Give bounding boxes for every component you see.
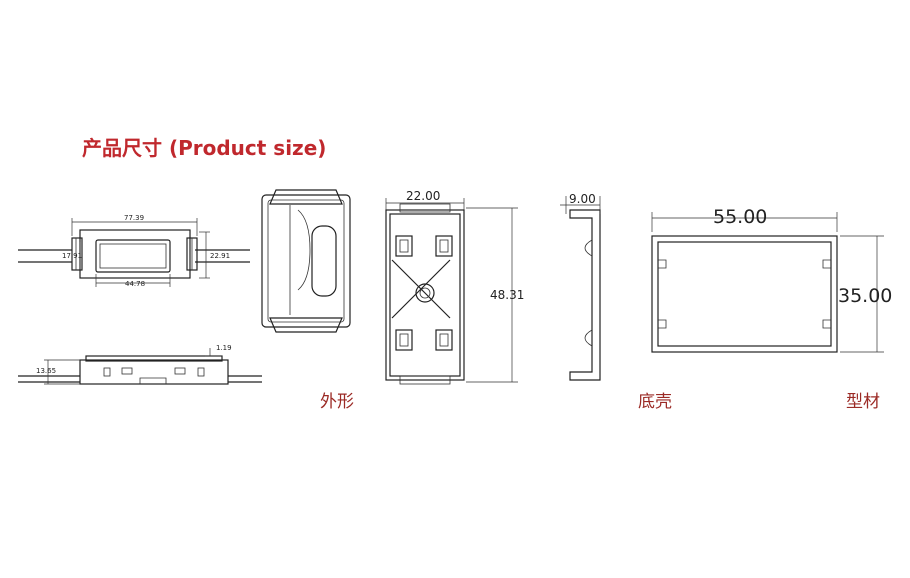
outer-caption: 外形 xyxy=(320,392,354,412)
base-front-view: 22.00 48.31 xyxy=(385,189,524,385)
profile-section-view: 55.00 35.00 xyxy=(651,206,892,353)
product-size-title: 产品尺寸 (Product size) xyxy=(82,136,327,160)
outer-view xyxy=(261,189,351,333)
side-thickness-label: 1.19 xyxy=(216,344,232,352)
base-width-label: 22.00 xyxy=(406,189,440,203)
height-left-label: 17.91 xyxy=(62,252,82,260)
inner-length-label: 44.78 xyxy=(125,280,145,288)
top-length-label: 77.39 xyxy=(124,214,144,222)
base-height-label: 48.31 xyxy=(490,288,524,302)
profile-width-label: 55.00 xyxy=(713,206,767,228)
module-side-view: 13.65 1.19 xyxy=(18,344,262,385)
edge-width-label: 9.00 xyxy=(569,192,596,206)
base-caption: 底壳 xyxy=(638,392,672,412)
base-side-view: 9.00 xyxy=(560,192,601,381)
profile-caption: 型材 xyxy=(846,392,880,412)
height-right-label: 22.91 xyxy=(210,252,230,260)
module-top-view: 77.39 44.78 17.91 22.91 xyxy=(18,214,250,288)
side-height-label: 13.65 xyxy=(36,367,56,375)
profile-height-label: 35.00 xyxy=(838,285,892,307)
